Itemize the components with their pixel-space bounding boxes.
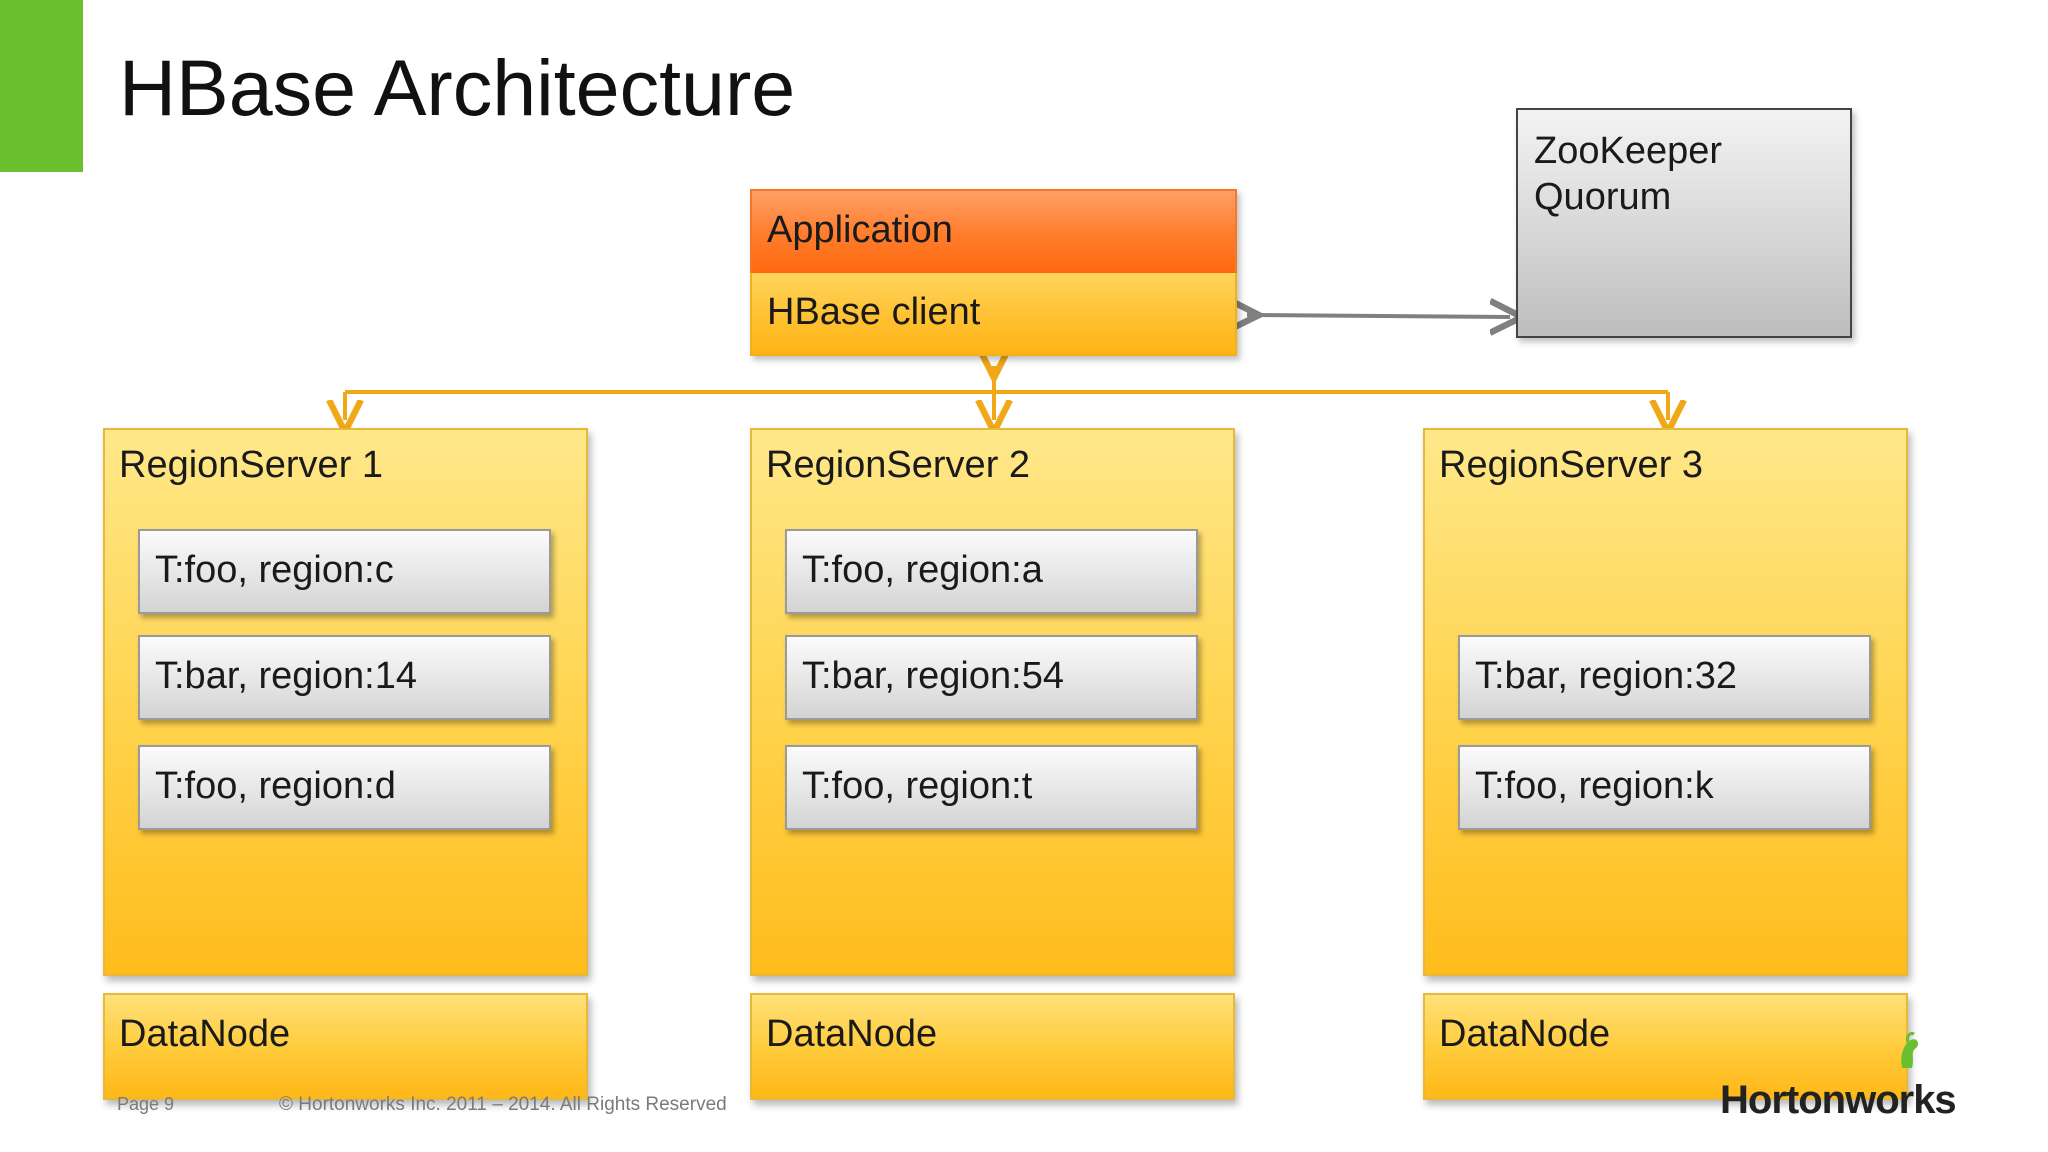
hortonworks-logo: Hortonworks — [1720, 1078, 1957, 1122]
hbase-client-label: HBase client — [767, 291, 981, 333]
region-label: T:foo, region:k — [1475, 765, 1714, 807]
region-label: T:bar, region:54 — [802, 655, 1064, 697]
application-box: Application — [750, 189, 1237, 273]
client-to-zookeeper-connector — [1247, 315, 1510, 317]
regionserver-3: RegionServer 3 T:bar, region:32 T:foo, r… — [1423, 428, 1908, 976]
datanode-2: DataNode — [750, 993, 1235, 1100]
region-label: T:foo, region:c — [155, 549, 394, 591]
regionserver-label: RegionServer 2 — [766, 444, 1031, 486]
region-label: T:bar, region:14 — [155, 655, 417, 697]
region-box: T:foo, region:c — [138, 529, 551, 614]
region-box: T:bar, region:54 — [785, 635, 1198, 720]
region-label: T:bar, region:32 — [1475, 655, 1737, 697]
page-title: HBase Architecture — [119, 43, 796, 132]
region-label: T:foo, region:d — [155, 765, 396, 807]
regionserver-1: RegionServer 1 T:foo, region:c T:bar, re… — [103, 428, 588, 976]
regionserver-2: RegionServer 2 T:foo, region:a T:bar, re… — [750, 428, 1235, 976]
datanode-1: DataNode — [103, 993, 588, 1100]
datanode-label: DataNode — [1439, 1013, 1611, 1055]
region-label: T:foo, region:a — [802, 549, 1043, 591]
zookeeper-quorum-box: ZooKeeper Quorum — [1516, 108, 1852, 338]
copyright-text: © Hortonworks Inc. 2011 – 2014. All Righ… — [279, 1094, 727, 1115]
page-number: Page 9 — [117, 1094, 175, 1114]
datanode-3: DataNode — [1423, 993, 1908, 1100]
hbase-client-box: HBase client — [750, 273, 1237, 356]
region-box: T:foo, region:t — [785, 745, 1198, 830]
zookeeper-label: ZooKeeper Quorum — [1534, 130, 1723, 218]
region-box: T:bar, region:32 — [1458, 635, 1871, 720]
hortonworks-elephant-icon — [1901, 1032, 1918, 1068]
region-box: T:foo, region:a — [785, 529, 1198, 614]
application-label: Application — [767, 209, 953, 251]
accent-bar — [0, 0, 83, 172]
region-box: T:foo, region:k — [1458, 745, 1871, 830]
region-box: T:bar, region:14 — [138, 635, 551, 720]
regionserver-label: RegionServer 1 — [119, 444, 384, 486]
datanode-label: DataNode — [766, 1013, 938, 1055]
region-box: T:foo, region:d — [138, 745, 551, 830]
regionserver-label: RegionServer 3 — [1439, 444, 1704, 486]
region-label: T:foo, region:t — [802, 765, 1033, 807]
datanode-label: DataNode — [119, 1013, 291, 1055]
